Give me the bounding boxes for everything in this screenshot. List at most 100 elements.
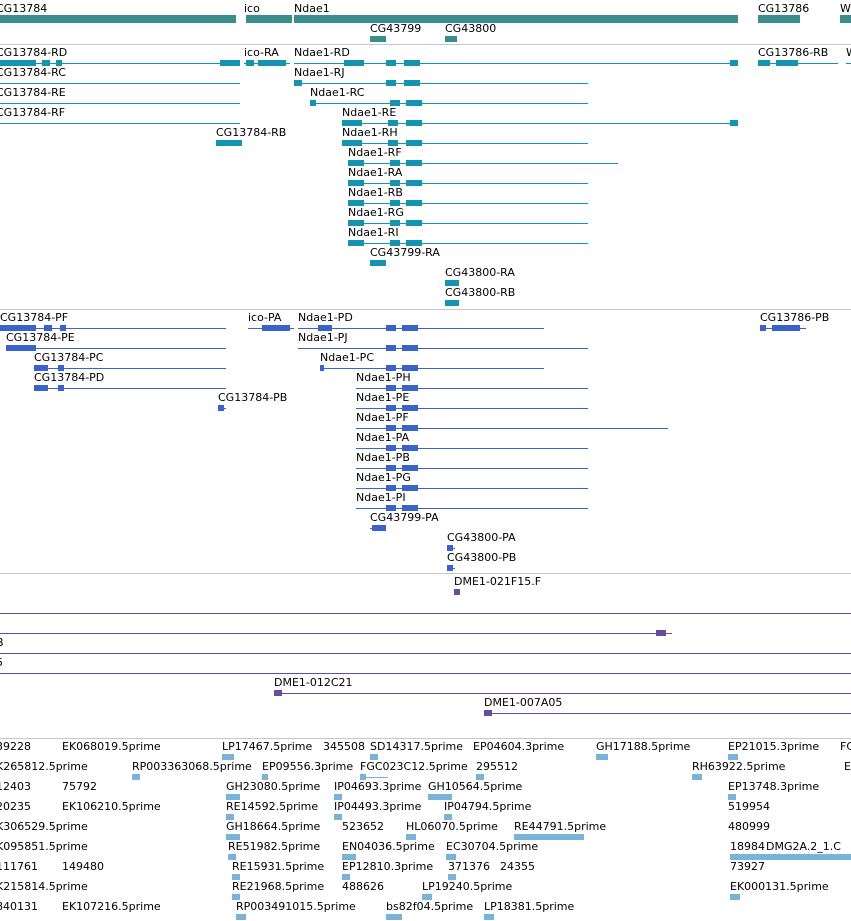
feature-label: ico-PA — [248, 311, 282, 324]
feature-label: EP12810.3prime — [342, 860, 434, 873]
feature-label: 488626 — [342, 880, 384, 893]
exon-block — [390, 100, 400, 106]
exon-block — [342, 874, 350, 880]
feature-label: W — [846, 46, 851, 60]
exon-block — [386, 345, 396, 351]
feature-label: K306529.5prime — [0, 820, 88, 833]
feature-label: 12403 — [0, 780, 31, 793]
feature-label: LP17467.5prime — [222, 740, 313, 753]
exon-block — [222, 754, 234, 760]
intron-line — [356, 448, 588, 449]
exon-block — [402, 365, 418, 371]
feature-label: 345508 — [323, 740, 365, 753]
intron-line — [34, 388, 226, 389]
exon-block — [406, 834, 416, 840]
exon-block — [56, 60, 62, 66]
feature-label: K215814.5prime — [0, 880, 88, 893]
feature-label: FGC023C12.5prime — [360, 760, 468, 773]
feature-label: DME1-007A05 — [484, 696, 563, 709]
track-separator — [0, 738, 851, 739]
exon-block — [758, 60, 770, 66]
feature-label: Ndae1-PI — [356, 491, 406, 504]
feature-label: ico — [244, 2, 260, 15]
exon-block — [320, 365, 324, 371]
exon-block — [840, 15, 851, 23]
intron-line — [846, 63, 851, 64]
feature-label: bs82f04.5prime — [386, 900, 474, 913]
exon-block — [262, 325, 290, 331]
feature-label: CG13784-PB — [218, 391, 288, 404]
exon-block — [342, 120, 362, 126]
intron-line — [356, 508, 588, 509]
feature-label: EP13748.3prime — [728, 780, 820, 793]
track-separator — [0, 44, 851, 45]
feature-label: 24355 — [500, 860, 535, 873]
feature-label: Ndae1-PC — [320, 351, 375, 364]
intron-line — [0, 633, 672, 634]
feature-label: EP09556.3prime — [262, 760, 354, 773]
feature-label: Ndae1-PJ — [298, 331, 348, 344]
exon-block — [402, 445, 418, 451]
intron-line — [0, 613, 851, 614]
exon-block — [348, 180, 364, 186]
exon-block — [342, 140, 362, 146]
track-separator — [0, 573, 851, 574]
feature-label: CG13784-PE — [6, 331, 75, 344]
feature-label: CG43800-PA — [447, 531, 516, 544]
feature-label: CG43799 — [370, 22, 422, 35]
feature-label: EK068019.5prime — [62, 740, 161, 753]
exon-block — [596, 754, 608, 760]
feature-label: Ndae1-PA — [356, 431, 410, 444]
feature-label: EP04604.3prime — [473, 740, 565, 753]
exon-block — [58, 365, 64, 371]
exon-block — [402, 485, 418, 491]
exon-block — [404, 80, 420, 86]
intron-line — [356, 408, 588, 409]
exon-block — [402, 425, 418, 431]
exon-block — [402, 345, 418, 351]
feature-label: Ndae1 — [294, 2, 330, 15]
feature-label: 73927 — [730, 860, 765, 873]
feature-label: Ndae1-PH — [356, 371, 411, 384]
exon-block — [445, 300, 459, 306]
exon-block — [0, 15, 236, 23]
feature-label: CG13784-RD — [0, 46, 68, 59]
exon-block — [404, 60, 420, 66]
feature-label: CG13786 — [758, 2, 810, 15]
intron-line — [342, 123, 738, 124]
exon-block — [348, 240, 364, 246]
exon-block — [406, 140, 422, 146]
feature-label: LP19240.5prime — [422, 880, 513, 893]
feature-label: Ndae1-RC — [310, 86, 365, 99]
exon-block — [228, 854, 236, 860]
feature-label: CG43800-RA — [445, 266, 515, 279]
exon-block — [386, 425, 396, 431]
feature-label: RE14592.5prime — [226, 800, 319, 813]
exon-block — [445, 36, 457, 42]
exon-block — [406, 240, 422, 246]
feature-label: CG43800-RB — [445, 286, 516, 299]
exon-block — [406, 220, 422, 226]
exon-block — [348, 220, 364, 226]
exon-block — [656, 630, 666, 636]
feature-label: 149480 — [62, 860, 104, 873]
exon-block — [58, 385, 64, 391]
feature-label: 20235 — [0, 800, 31, 813]
exon-block — [484, 710, 492, 716]
exon-block — [446, 854, 456, 860]
exon-block — [342, 854, 356, 860]
intron-line — [0, 123, 240, 124]
feature-label: EP21015.3prime — [728, 740, 820, 753]
intron-line — [294, 63, 738, 64]
exon-block — [262, 774, 268, 780]
exon-block — [220, 60, 240, 66]
intron-line — [348, 183, 588, 184]
feature-label: E — [844, 760, 851, 773]
exon-block — [386, 385, 396, 391]
exon-block — [318, 325, 332, 331]
exon-block — [334, 814, 342, 820]
exon-block — [406, 200, 422, 206]
exon-block — [692, 774, 702, 780]
exon-block — [218, 405, 224, 411]
